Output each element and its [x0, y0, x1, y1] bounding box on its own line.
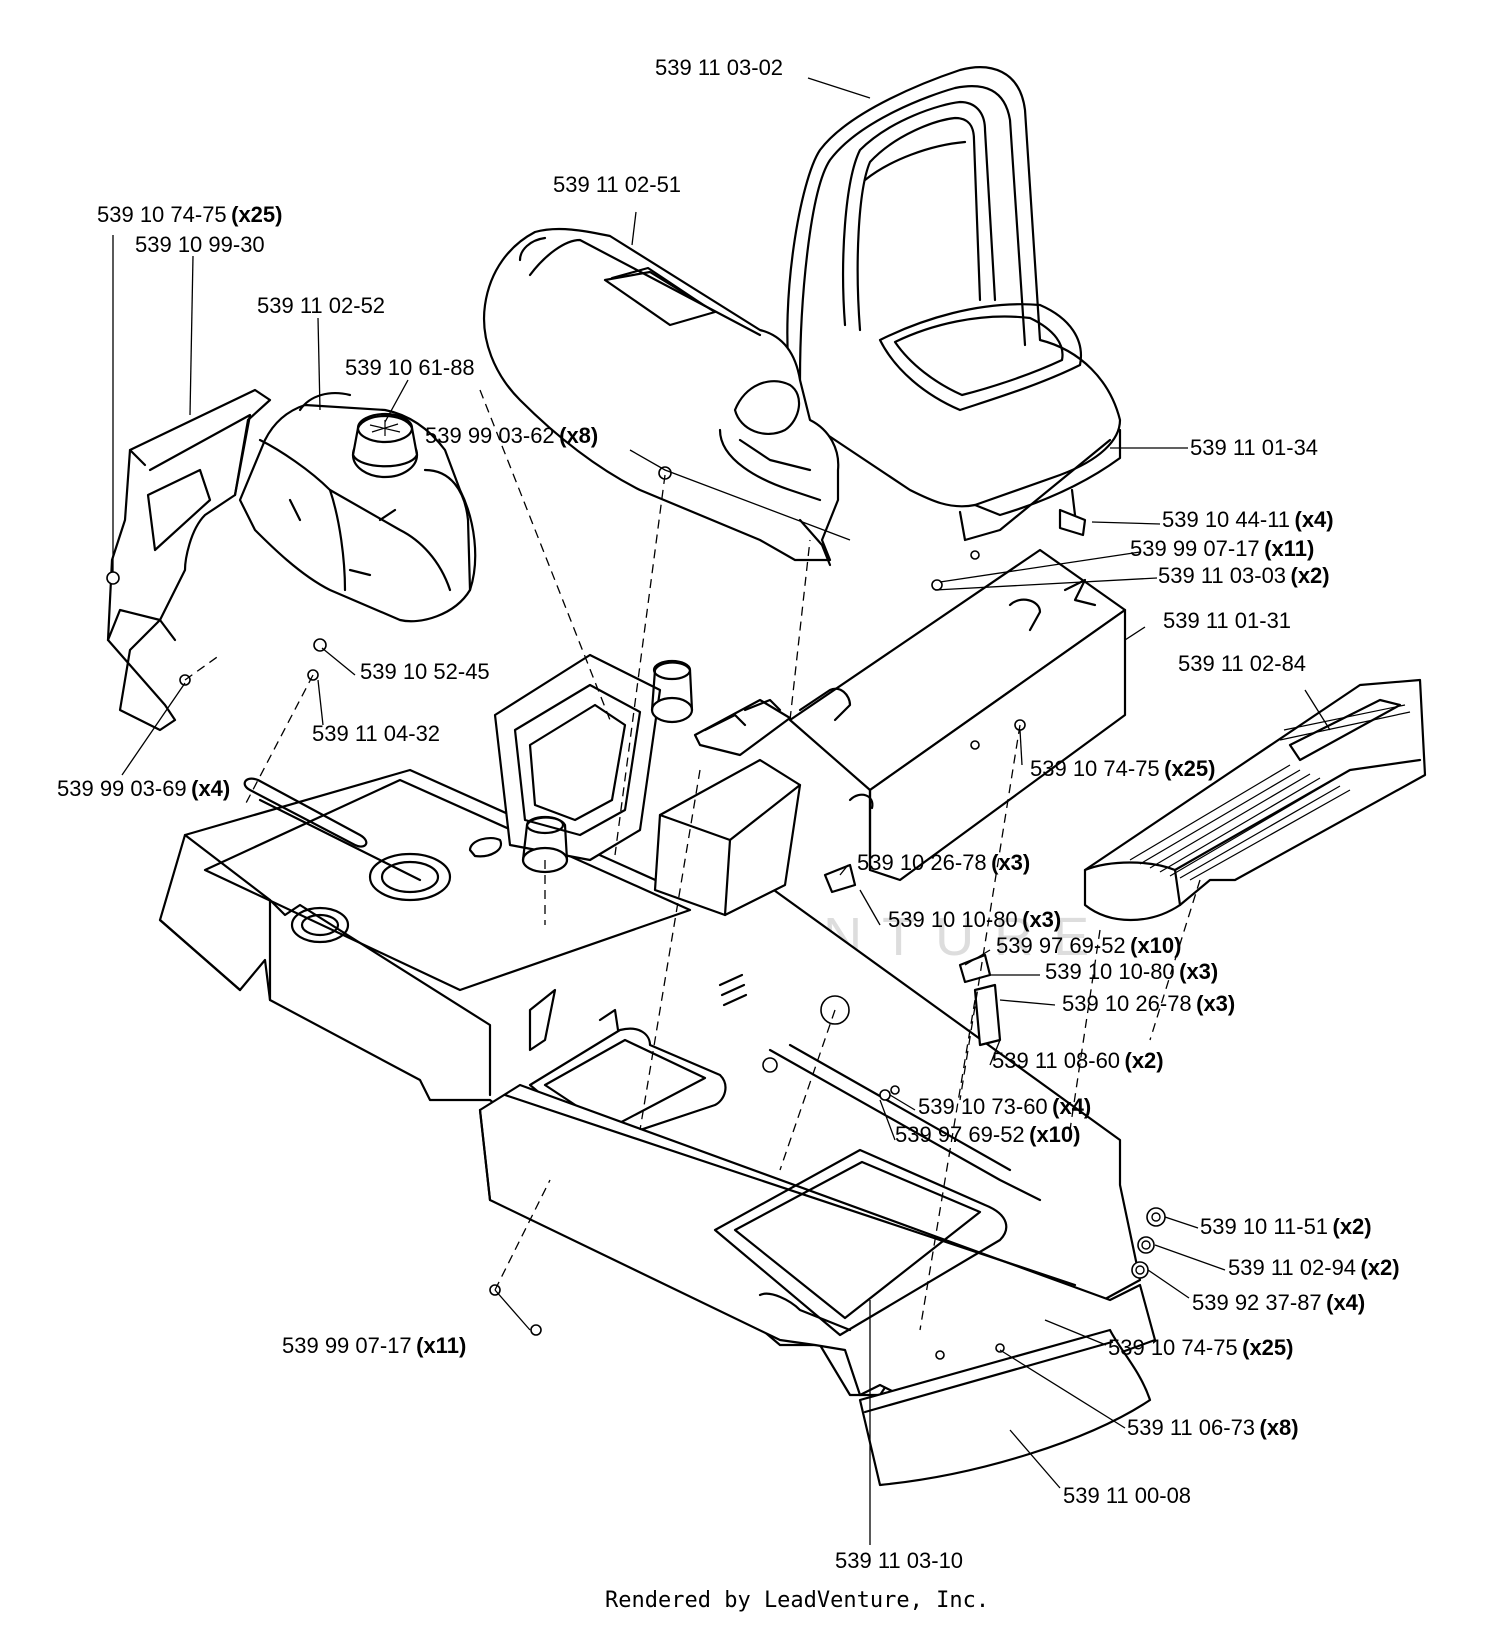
seat-support-drawing [788, 548, 1127, 882]
callout-screw-e[interactable]: 539 97 69-52 (x10) [895, 1122, 1080, 1147]
callout-nut-c[interactable]: 539 99 03-69 (x4) [57, 776, 230, 801]
callout-nut-a[interactable]: 539 99 03-62 (x8) [425, 423, 598, 448]
callout-washer-c[interactable]: 539 92 37-87 (x4) [1192, 1290, 1365, 1315]
callout-front-panel[interactable]: 539 11 00-08 [1063, 1483, 1191, 1508]
callout-fuel-cap[interactable]: 539 10 61-88 [345, 355, 475, 380]
left-bracket-drawing [106, 388, 272, 732]
callout-screw-f[interactable]: 539 10 74-75 (x25) [1108, 1335, 1293, 1360]
callout-washer-b[interactable]: 539 11 02-94 (x2) [1228, 1255, 1400, 1280]
callout-clip-b[interactable]: 539 10 26-78 (x3) [1062, 991, 1235, 1016]
callout-fuel-tank[interactable]: 539 11 02-52 [257, 293, 385, 318]
callout-knob[interactable]: 539 10 44-11 (x4) [1162, 507, 1334, 532]
callout-grommet[interactable]: 539 10 52-45 [360, 659, 490, 684]
callout-switch-a[interactable]: 539 10 10-80 (x3) [888, 907, 1061, 932]
callout-nut-b[interactable]: 539 99 07-17 (x11) [1130, 536, 1314, 561]
callout-rivet[interactable]: 539 11 06-73 (x8) [1127, 1415, 1299, 1440]
callout-bracket-switch[interactable]: 539 11 08-60 (x2) [992, 1048, 1164, 1073]
footer-credit: Rendered by LeadVenture, Inc. [605, 1588, 989, 1613]
callout-seat-pan[interactable]: 539 11 01-34 [1190, 435, 1318, 460]
main-frame-drawing [158, 768, 1157, 1397]
callout-console-cover[interactable]: 539 11 02-51 [553, 172, 681, 197]
callout-screw-a[interactable]: 539 10 74-75 (x25) [97, 202, 282, 227]
battery-stand-drawing [493, 653, 802, 917]
seat-drawing [786, 66, 1122, 542]
callout-clip-a[interactable]: 539 10 26-78 (x3) [857, 850, 1030, 875]
callout-screw-d[interactable]: 539 10 73-60 (x4) [918, 1094, 1091, 1119]
leader-lines [112, 77, 1331, 1545]
callout-switch-b[interactable]: 539 10 10-80 (x3) [1045, 959, 1218, 984]
callout-seat[interactable]: 539 11 03-02 [655, 55, 783, 80]
callout-screw-b[interactable]: 539 10 74-75 (x25) [1030, 756, 1215, 781]
callout-fitting[interactable]: 539 11 04-32 [312, 721, 440, 746]
footrest-drawing [1083, 678, 1427, 921]
callout-bolt-b[interactable]: 539 11 03-03 (x2) [1158, 563, 1330, 588]
callout-screw-c[interactable]: 539 97 69-52 (x10) [996, 933, 1181, 958]
callout-labels: 539 11 03-02 539 11 02-51 539 10 74-75 (… [57, 55, 1400, 1573]
callout-bracket-left[interactable]: 539 10 99-30 [135, 232, 265, 257]
callout-footrest[interactable]: 539 11 02-84 [1178, 651, 1306, 676]
callout-frame[interactable]: 539 11 03-10 [835, 1548, 963, 1573]
fuel-tank-drawing [238, 392, 477, 623]
callout-seat-support[interactable]: 539 11 01-31 [1163, 608, 1291, 633]
callout-nut-d[interactable]: 539 99 07-17 (x11) [282, 1333, 466, 1358]
front-panel-drawing [858, 1328, 1152, 1487]
console-cover-drawing [483, 227, 840, 567]
callout-washer-a[interactable]: 539 10 11-51 (x2) [1200, 1214, 1372, 1239]
